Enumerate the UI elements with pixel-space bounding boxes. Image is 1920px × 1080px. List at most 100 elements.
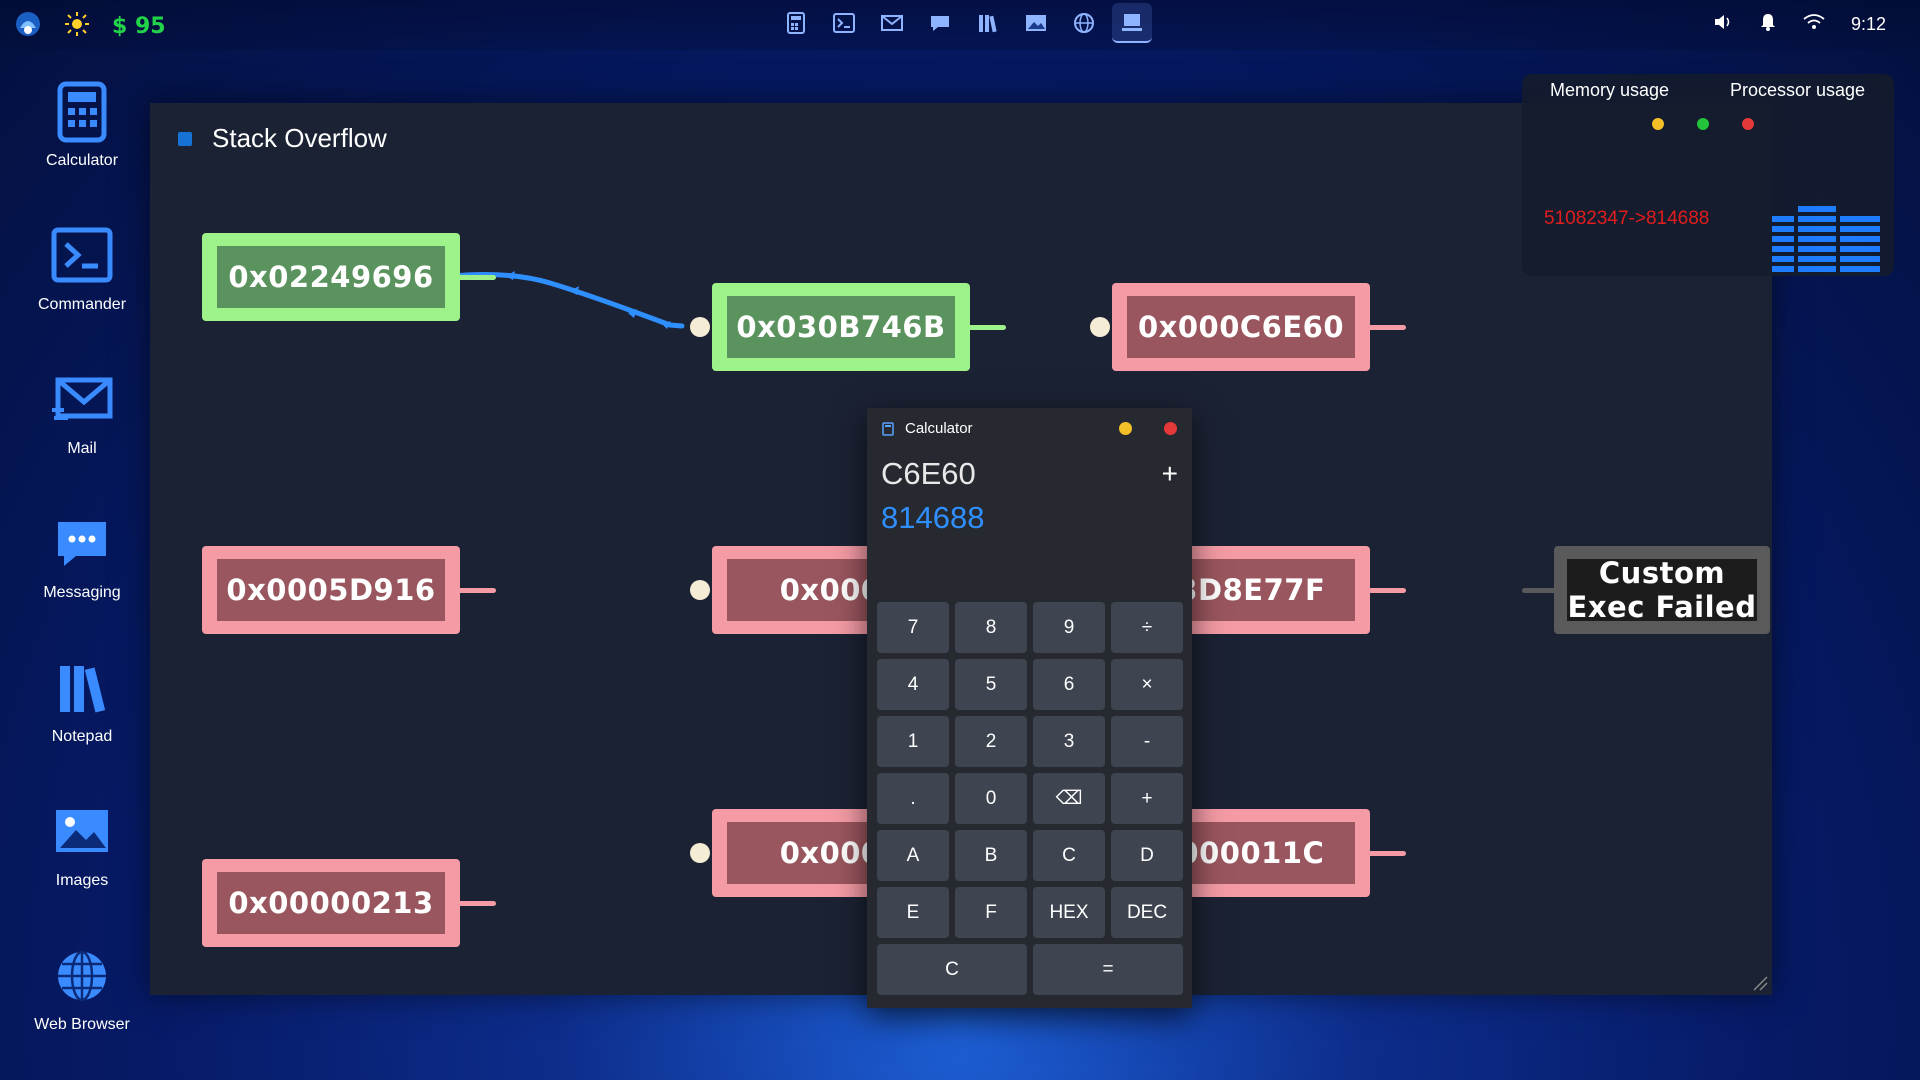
node-output-port[interactable] [1366,851,1406,856]
node-0x000c6e60[interactable]: 0x000C6E60 [1112,283,1370,371]
desktop-label: Commander [37,296,127,313]
wifi-icon[interactable] [1803,13,1825,35]
books-icon [979,15,997,33]
globe-icon [50,944,114,1008]
node-0x02249696[interactable]: 0x02249696 [202,233,460,321]
taskbar-apps [776,3,1152,43]
node-output-port[interactable] [966,325,1006,330]
node-custom-exec-failed[interactable]: Custom Exec Failed [1554,546,1770,634]
node-output-port[interactable] [456,275,496,280]
key-5[interactable]: 5 [955,659,1027,710]
key-a[interactable]: A [877,830,949,881]
key-4[interactable]: 4 [877,659,949,710]
mail-icon [50,368,114,432]
chat-icon [931,16,949,31]
desktop-label: Calculator [45,152,119,169]
memory-usage-label: Memory usage [1550,80,1670,100]
status-dot-yellow [1652,118,1664,130]
key-b[interactable]: B [955,830,1027,881]
close-button[interactable] [1164,422,1177,435]
terminal-icon [833,13,855,33]
key-1[interactable]: 1 [877,716,949,767]
processor-usage-bars [1772,206,1880,272]
key-0[interactable]: 0 [955,773,1027,824]
mail-icon [881,15,903,31]
key-7[interactable]: 7 [877,602,949,653]
node-value: 0x000C6E60 [1127,296,1355,358]
desktop-images[interactable]: Images [0,800,164,890]
money-balance: $ 95 [112,13,166,39]
key-d[interactable]: D [1111,830,1183,881]
system-monitor-widget: Memory usage Processor usage 51082347->8… [1522,74,1894,276]
desktop-notepad[interactable]: Notepad [0,656,164,746]
calculator-icon [787,12,805,34]
window-app-icon [178,131,192,146]
key-equals[interactable]: = [1033,944,1183,995]
window-titlebar[interactable]: Stack Overflow [178,123,387,154]
node-input-port[interactable] [690,843,710,863]
calculator-titlebar[interactable]: Calculator [881,420,973,437]
active-connection [449,272,685,329]
calculator-result: 814688 [881,500,985,535]
key-9[interactable]: 9 [1033,602,1105,653]
brightness-icon[interactable] [64,11,90,41]
key-hex-mode[interactable]: HEX [1033,887,1105,938]
terminal-icon [50,224,114,288]
failed-line-2: Exec Failed [1567,590,1757,624]
notification-bell-icon[interactable] [1759,12,1777,36]
window-resize-grip[interactable] [1752,975,1768,991]
taskbar-notepad[interactable] [968,3,1008,43]
node-input-port[interactable] [690,317,710,337]
key-subtract[interactable]: - [1111,716,1183,767]
desktop-mail[interactable]: Mail [0,368,164,458]
taskbar-calculator[interactable] [776,3,816,43]
key-6[interactable]: 6 [1033,659,1105,710]
key-divide[interactable]: ÷ [1111,602,1183,653]
node-0x0005d916[interactable]: 0x0005D916 [202,546,460,634]
node-value: 0x030B746B [727,296,955,358]
key-e[interactable]: E [877,887,949,938]
desktop-calculator[interactable]: Calculator [0,80,164,170]
key-dec-mode[interactable]: DEC [1111,887,1183,938]
taskbar-images[interactable] [1016,3,1056,43]
key-decimal[interactable]: . [877,773,949,824]
node-output-port[interactable] [1366,588,1406,593]
node-input-port[interactable] [690,580,710,600]
key-8[interactable]: 8 [955,602,1027,653]
status-dot-red [1742,118,1754,130]
desktop-label: Web Browser [34,1016,130,1033]
taskbar-messaging[interactable] [920,3,960,43]
key-3[interactable]: 3 [1033,716,1105,767]
key-f[interactable]: F [955,887,1027,938]
calculator-icon [50,80,114,144]
taskbar-stack-overflow[interactable] [1112,3,1152,43]
key-add[interactable]: + [1111,773,1183,824]
node-output-port[interactable] [1366,325,1406,330]
node-0x00000213[interactable]: 0x00000213 [202,859,460,947]
desktop-messaging[interactable]: Messaging [0,512,164,602]
desktop-label: Messaging [43,584,121,601]
key-clear[interactable]: C [877,944,1027,995]
key-multiply[interactable]: × [1111,659,1183,710]
key-c-hex[interactable]: C [1033,830,1105,881]
clock: 9:12 [1850,13,1886,34]
system-logo-icon[interactable] [14,10,42,42]
desktop-web-browser[interactable]: Web Browser [0,944,164,1034]
minimize-button[interactable] [1119,422,1132,435]
node-input-line [1522,588,1562,593]
taskbar-mail[interactable] [872,3,912,43]
taskbar-commander[interactable] [824,3,864,43]
chat-icon [50,512,114,576]
failed-line-1: Custom [1598,556,1726,590]
processor-usage-label: Processor usage [1730,80,1866,100]
key-2[interactable]: 2 [955,716,1027,767]
node-0x030b746b[interactable]: 0x030B746B [712,283,970,371]
node-output-port[interactable] [456,901,496,906]
node-input-port[interactable] [1090,317,1110,337]
node-output-port[interactable] [456,588,496,593]
desktop-commander[interactable]: Commander [0,224,164,314]
taskbar-web-browser[interactable] [1064,3,1104,43]
node-value: 0x02249696 [217,246,445,308]
volume-icon[interactable] [1713,12,1733,36]
key-backspace[interactable]: ⌫ [1033,773,1105,824]
